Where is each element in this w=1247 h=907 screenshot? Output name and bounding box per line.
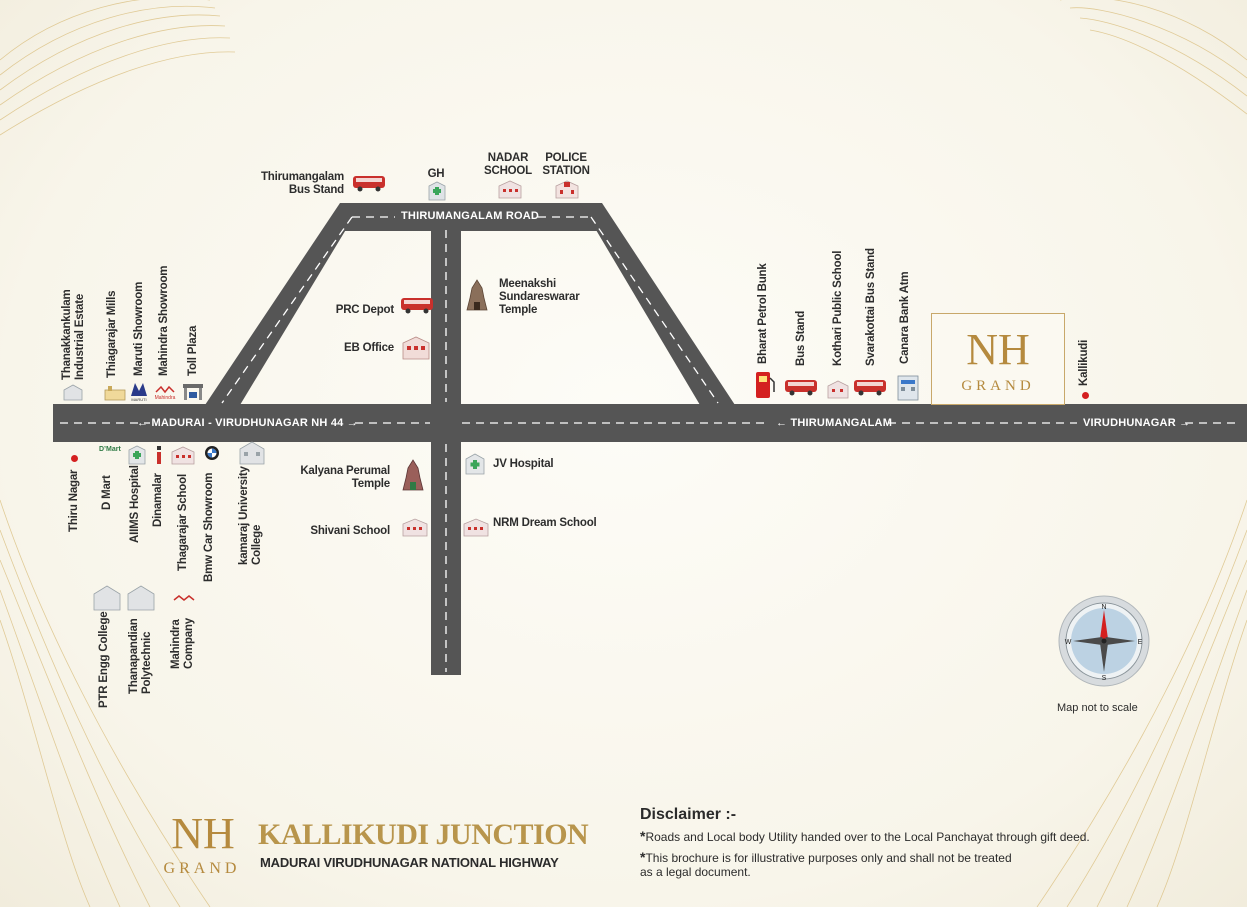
label-nrm-dream-school: NRM Dream School bbox=[493, 517, 597, 529]
label-mahindra-showroom: Mahindra Showroom bbox=[158, 265, 170, 376]
project-logo-mono: NH bbox=[966, 325, 1030, 374]
label-kothari-school: Kothari Public School bbox=[832, 250, 844, 366]
brand-title: KALLIKUDI JUNCTION bbox=[258, 818, 589, 851]
bank-atm-icon bbox=[897, 375, 919, 401]
school-icon bbox=[827, 380, 849, 399]
label-thanapandian: Thanapandian Polytechnic bbox=[128, 618, 153, 694]
right-diagonal-road bbox=[580, 203, 735, 405]
brand-subtitle: MADURAI VIRUDHUNAGAR NATIONAL HIGHWAY bbox=[260, 855, 559, 870]
location-marker bbox=[71, 455, 78, 462]
dmart-logo-icon: D’Mart bbox=[99, 446, 121, 453]
school-icon bbox=[498, 180, 522, 199]
temple-icon bbox=[402, 459, 424, 491]
label-prc-depot: PRC Depot bbox=[335, 304, 394, 316]
left-diagonal-road bbox=[205, 203, 362, 405]
label-kamaraj-college: kamaraj University College bbox=[238, 466, 263, 565]
location-marker bbox=[1082, 392, 1089, 399]
label-thagarajar-school: Thagarajar School bbox=[177, 474, 189, 571]
label-eb-office: EB Office bbox=[344, 342, 394, 354]
label-d-mart: D Mart bbox=[101, 475, 113, 510]
to-thirumangalam-label: ← THIRUMANGALAM bbox=[776, 417, 893, 429]
police-station-icon bbox=[555, 180, 579, 199]
mahindra-logo-icon: Mahindra bbox=[155, 385, 176, 401]
polytechnic-icon bbox=[127, 585, 155, 611]
thirumangalam-road-label: THIRUMANGALAM ROAD bbox=[401, 210, 540, 222]
hospital-icon bbox=[465, 453, 485, 475]
to-virudhunagar-label: VIRUDHUNAGAR → bbox=[1083, 417, 1191, 429]
disclaimer-line-2: *This brochure is for illustrative purpo… bbox=[640, 849, 1012, 879]
bus-icon bbox=[785, 380, 817, 396]
maruti-logo-icon: MARUTI bbox=[131, 383, 147, 402]
label-thirumangalam-bus-stand: Thirumangalam Bus Stand bbox=[260, 171, 344, 196]
office-icon bbox=[402, 336, 430, 360]
label-aiims-hospital: AIIMS Hospital bbox=[129, 465, 141, 543]
industrial-icon bbox=[63, 384, 83, 401]
bmw-logo-icon bbox=[205, 446, 219, 460]
compass-n: N bbox=[1101, 604, 1106, 611]
disclaimer-title: Disclaimer :- bbox=[640, 806, 737, 823]
nh44-label: ← MADURAI - VIRUDHUNAGAR NH 44 → bbox=[137, 417, 358, 429]
dinamalar-icon bbox=[157, 446, 161, 464]
hospital-icon bbox=[428, 181, 446, 201]
map-scale-note: Map not to scale bbox=[1057, 702, 1138, 714]
compass-w: W bbox=[1065, 639, 1072, 646]
mills-icon bbox=[104, 386, 126, 401]
bus-icon bbox=[353, 176, 385, 192]
school-icon bbox=[463, 518, 489, 537]
maruti-mark: MARUTI bbox=[131, 397, 146, 402]
label-bus-stand: Bus Stand bbox=[795, 310, 807, 366]
label-gh: GH bbox=[427, 168, 445, 180]
fuel-pump-icon bbox=[756, 372, 775, 398]
college-icon bbox=[239, 441, 265, 465]
mahindra-mark: Mahindra bbox=[155, 395, 176, 401]
label-toll-plaza: Toll Plaza bbox=[187, 325, 199, 376]
label-jv-hospital: JV Hospital bbox=[493, 458, 554, 470]
school-icon bbox=[171, 446, 195, 465]
toll-plaza-icon bbox=[183, 384, 203, 400]
brand-logo-word: GRAND bbox=[163, 860, 241, 877]
label-kalyana-perumal-temple: Kalyana Perumal Temple bbox=[300, 465, 390, 490]
college-icon bbox=[93, 585, 121, 611]
bus-icon bbox=[401, 298, 433, 314]
label-nadar-school: NADAR SCHOOL bbox=[484, 152, 532, 177]
label-meenakshi-temple: Meenakshi Sundareswarar Temple bbox=[499, 278, 580, 316]
label-thiru-nagar: Thiru Nagar bbox=[68, 469, 80, 532]
label-bharat-petrol: Bharat Petrol Bunk bbox=[757, 263, 769, 364]
label-mahindra-company: Mahindra Company bbox=[170, 618, 195, 669]
project-logo-word: GRAND bbox=[961, 378, 1035, 394]
compass-s: S bbox=[1102, 675, 1107, 682]
temple-icon bbox=[466, 279, 488, 311]
label-ptr-college: PTR Engg College bbox=[98, 611, 110, 708]
mahindra-logo-icon bbox=[173, 595, 195, 601]
compass-e: E bbox=[1138, 639, 1143, 646]
compass-icon: N E S W bbox=[1058, 595, 1150, 687]
project-location-box: NH GRAND bbox=[931, 313, 1065, 405]
label-bmw-showroom: Bmw Car Showroom bbox=[203, 472, 215, 582]
label-canara-atm: Canara Bank Atm bbox=[899, 271, 911, 364]
road-dashes bbox=[60, 216, 1240, 672]
hospital-icon bbox=[128, 445, 146, 465]
label-thiagarajar-mills: Thiagarajar Mills bbox=[106, 290, 118, 378]
school-icon bbox=[402, 518, 428, 537]
bus-icon bbox=[854, 380, 886, 396]
label-kallikudi: Kallikudi bbox=[1078, 339, 1090, 386]
label-svarakottai-bus-stand: Svarakottai Bus Stand bbox=[865, 248, 877, 366]
disclaimer-line-1: *Roads and Local body Utility handed ove… bbox=[640, 828, 1090, 844]
label-thanakkankulam: Thanakkankulam Industrial Estate bbox=[61, 289, 86, 380]
label-maruti-showroom: Maruti Showroom bbox=[133, 281, 145, 376]
label-shivani-school: Shivani School bbox=[310, 525, 390, 537]
brand-logo-mono: NH bbox=[171, 809, 235, 858]
label-dinamalar: Dinamalar bbox=[152, 473, 164, 527]
label-police-station: POLICE STATION bbox=[542, 152, 590, 177]
